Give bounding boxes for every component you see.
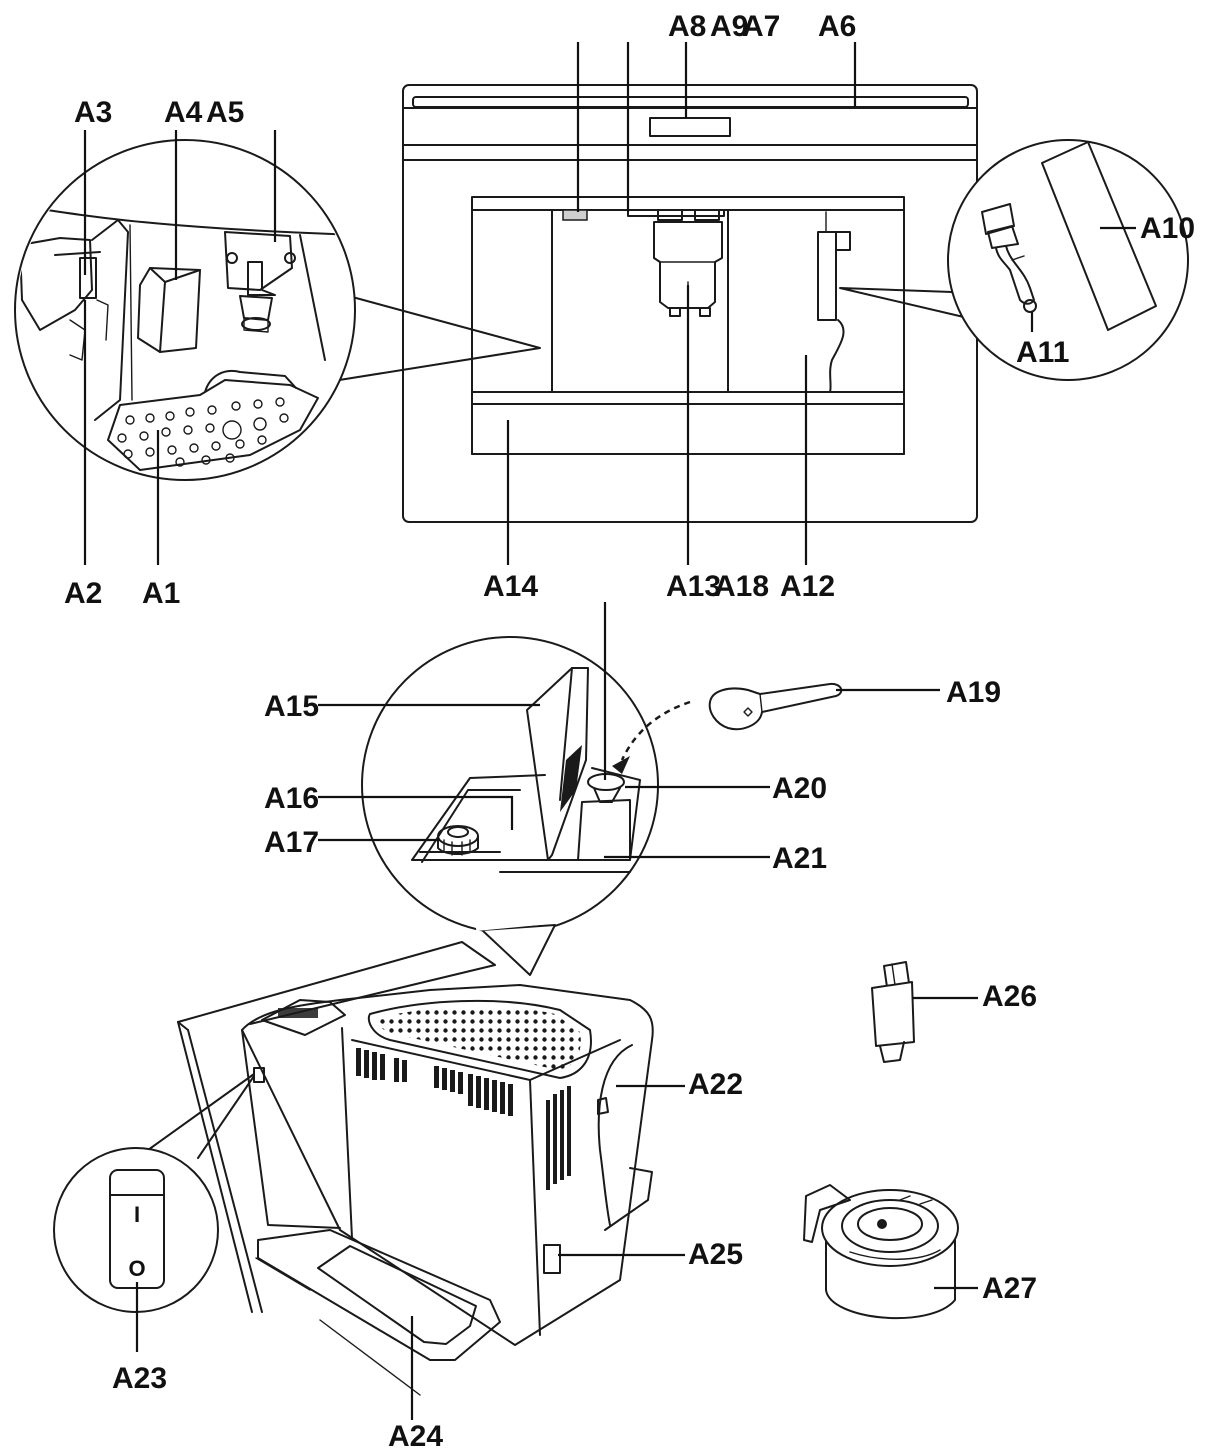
label-a1: A1	[142, 577, 180, 610]
power-switch-zoom: I O	[53, 1073, 255, 1352]
label-a2: A2	[64, 577, 102, 610]
switch-on-mark: I	[134, 1202, 140, 1227]
label-a23: A23	[112, 1362, 167, 1395]
label-a21: A21	[772, 842, 827, 875]
indicator-light	[562, 209, 588, 221]
label-a7: A7	[742, 10, 780, 43]
label-a9: A9	[710, 10, 748, 43]
switch-off-mark: O	[128, 1256, 145, 1281]
label-a19: A19	[946, 676, 1001, 709]
label-a3: A3	[74, 96, 112, 129]
label-a17: A17	[264, 826, 319, 859]
label-a25: A25	[688, 1238, 743, 1271]
label-a12: A12	[780, 570, 835, 603]
label-a11: A11	[1016, 336, 1069, 369]
coffee-powder-zoom	[318, 602, 770, 976]
label-a22: A22	[688, 1068, 743, 1101]
part-labels: A8 A9 A7 A6 A3 A4 A5 A10 A11 A2 A1 A14 A…	[64, 10, 1195, 1453]
bean-hopper-zoom	[14, 130, 541, 565]
milk-nozzle	[817, 231, 837, 321]
machine-body-view	[177, 941, 685, 1420]
label-a10: A10	[1140, 212, 1195, 245]
label-a16: A16	[264, 782, 319, 815]
brew-unit-part	[803, 1184, 978, 1320]
adapter-part	[871, 961, 978, 1063]
filter-zoom	[839, 139, 1189, 381]
label-a20: A20	[772, 772, 827, 805]
label-a18: A18	[714, 570, 769, 603]
label-a4: A4	[164, 96, 203, 129]
water-filter	[1041, 141, 1157, 331]
label-a13: A13	[666, 570, 721, 603]
label-a26: A26	[982, 980, 1037, 1013]
label-a15: A15	[264, 690, 319, 723]
label-a14: A14	[483, 570, 538, 603]
label-a5: A5	[206, 96, 244, 129]
label-a6: A6	[818, 10, 856, 43]
display-panel	[649, 117, 731, 137]
label-a27: A27	[982, 1272, 1037, 1305]
measuring-scoop	[708, 682, 940, 731]
machine-front-view	[402, 42, 978, 565]
label-a8: A8	[668, 10, 706, 43]
label-a24: A24	[388, 1420, 443, 1451]
